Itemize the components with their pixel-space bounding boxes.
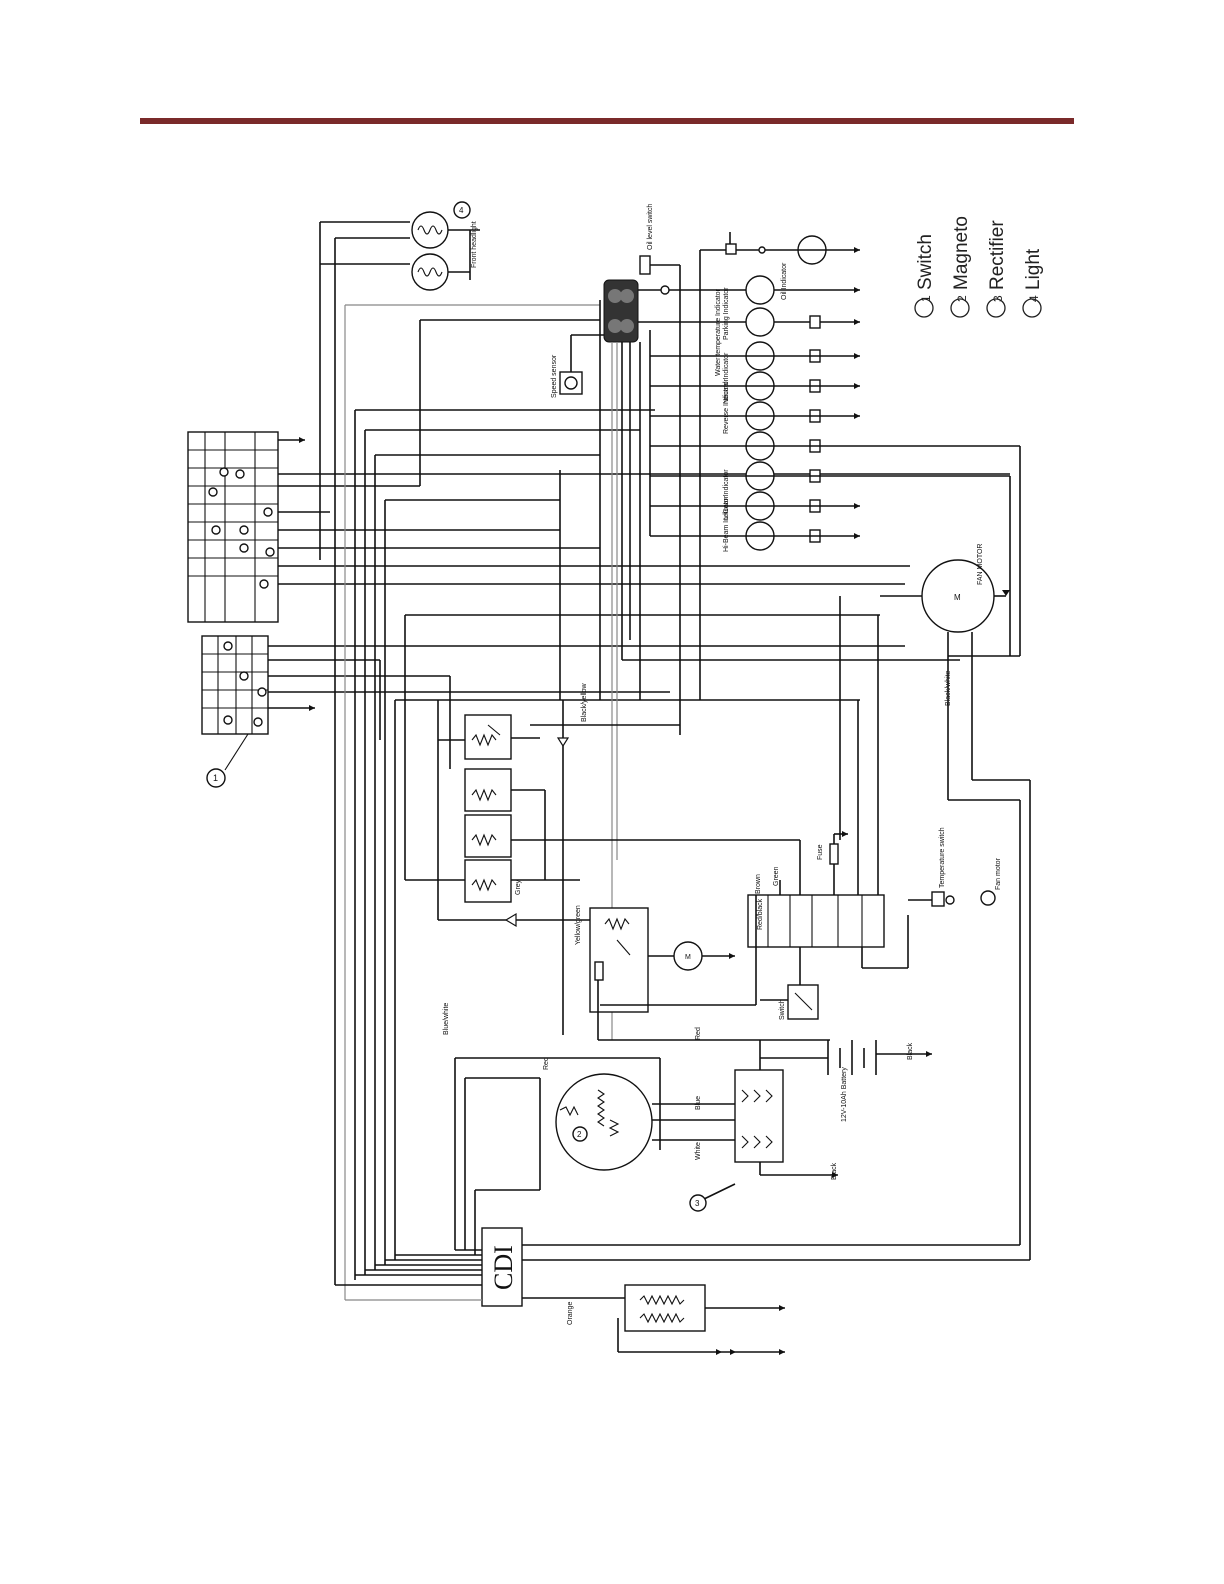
l-gear-indicator-label: L-Gear Indicator bbox=[723, 469, 730, 520]
wire-label-black-2: Black bbox=[907, 1042, 914, 1060]
fuse-label: Fuse bbox=[817, 844, 824, 860]
ignition-switch-block: 1 bbox=[201, 635, 315, 788]
fuse-box bbox=[600, 596, 909, 1006]
legend-label: Switch bbox=[915, 234, 936, 290]
wire-label-red: Red bbox=[695, 1027, 702, 1040]
fan-motor-label: Fan motor bbox=[995, 857, 1002, 890]
starter-relay: M bbox=[589, 907, 830, 1041]
legend-num: 4 bbox=[1027, 295, 1041, 302]
wire-label-red-black: Red/black bbox=[757, 898, 764, 930]
magneto: 2 Red bbox=[454, 1057, 735, 1255]
legend-num: 3 bbox=[991, 295, 1005, 302]
wire-label-brown: Brown bbox=[755, 874, 762, 894]
relay-group bbox=[405, 676, 800, 920]
wire-label-black-white: Black/white bbox=[945, 670, 952, 706]
header-rule bbox=[140, 118, 1074, 124]
callout-3-circle bbox=[689, 1194, 707, 1212]
legend-item-light: 4 Light bbox=[1022, 248, 1044, 318]
svg-text:M: M bbox=[954, 593, 961, 602]
handlebar-switch-block bbox=[187, 431, 305, 623]
legend-item-magneto: 2 Magneto bbox=[950, 216, 972, 318]
oil-level-switch: Oil level switch bbox=[639, 204, 681, 735]
cdi-wire-label: Orange bbox=[567, 1302, 574, 1325]
svg-text:1: 1 bbox=[213, 773, 218, 783]
battery: 12V-10Ah Battery bbox=[760, 1040, 932, 1122]
front-headlight-group: 4 Front headlight bbox=[411, 201, 480, 291]
speedometer-unit bbox=[603, 279, 860, 343]
oil-indicator-label: Oil Indicator bbox=[781, 262, 788, 300]
battery-label: 12V-10Ah Battery bbox=[841, 1067, 848, 1122]
switch-label: Switch bbox=[779, 999, 786, 1020]
wire-label-blue: Blue bbox=[695, 1096, 702, 1110]
wire-label-black-yellow: Black/yellow bbox=[581, 683, 588, 722]
speed-sensor-label: Speed sensor bbox=[551, 354, 558, 398]
svg-text:4: 4 bbox=[459, 206, 464, 215]
indicator-column: Hi-Beam Indicator L-Gear Indicator Rever… bbox=[611, 232, 1020, 1040]
cdi-label: CDI bbox=[489, 1245, 518, 1290]
fan-motor-m-label: FAN MOTOR bbox=[977, 544, 984, 585]
neutral-indicator-label: Neutral Indicator bbox=[723, 352, 730, 404]
legend-num: 1 bbox=[919, 295, 933, 302]
temperature-switch-label: Temperature switch bbox=[939, 827, 946, 888]
wire-label-black: Black bbox=[831, 1162, 838, 1180]
temperature-switch: Temperature switch Fan motor bbox=[908, 827, 1002, 907]
diode bbox=[438, 700, 590, 1035]
wire-label-green: Green bbox=[773, 866, 780, 886]
reverse-indicator-label: Reverse Indicator bbox=[723, 378, 730, 434]
ignition-coil bbox=[617, 1284, 785, 1355]
callout-1-circle bbox=[206, 768, 226, 788]
svg-text:3: 3 bbox=[695, 1199, 700, 1208]
wire-label-white: White bbox=[695, 1142, 702, 1160]
legend-label: Rectifier bbox=[987, 220, 1008, 290]
svg-text:M: M bbox=[685, 954, 691, 961]
parking-indicator-label: Parking Indicator bbox=[723, 287, 730, 340]
legend-num: 2 bbox=[955, 295, 969, 302]
main-switch: Switch bbox=[760, 984, 819, 1020]
speed-sensor: Speed sensor bbox=[551, 334, 605, 398]
oil-level-switch-label: Oil level switch bbox=[647, 204, 654, 250]
legend-label: Light bbox=[1023, 248, 1044, 290]
wire-labels: Black Black White Blue Yellow/green Blue… bbox=[443, 670, 952, 1180]
water-temp-indicator-label: Water temperature Indicator bbox=[715, 288, 722, 376]
cdi-unit: CDI Orange bbox=[335, 1227, 625, 1325]
front-headlight-label: Front headlight bbox=[471, 221, 478, 268]
legend-label: Magneto bbox=[951, 216, 972, 290]
wire-label-grey: Grey bbox=[515, 879, 522, 895]
fan-motor: M FAN MOTOR bbox=[520, 446, 1031, 1261]
svg-text:2: 2 bbox=[577, 1130, 582, 1139]
rectifier: 3 bbox=[689, 1040, 838, 1212]
legend-item-switch: 1 Switch bbox=[914, 234, 936, 318]
legend-item-rectifier: 3 Rectifier bbox=[986, 220, 1008, 318]
hi-beam-indicator-label: Hi-Beam Indicator bbox=[723, 495, 730, 552]
harness-lines bbox=[268, 221, 1010, 1300]
wire-label-yellow-green: Yellow/green bbox=[575, 905, 582, 945]
magneto-wire-label: Red bbox=[543, 1057, 550, 1070]
wire-label-blue-white: Blue/white bbox=[443, 1003, 450, 1035]
legend: 1 Switch 2 Magneto 3 Rectifier 4 Light bbox=[914, 216, 1044, 318]
